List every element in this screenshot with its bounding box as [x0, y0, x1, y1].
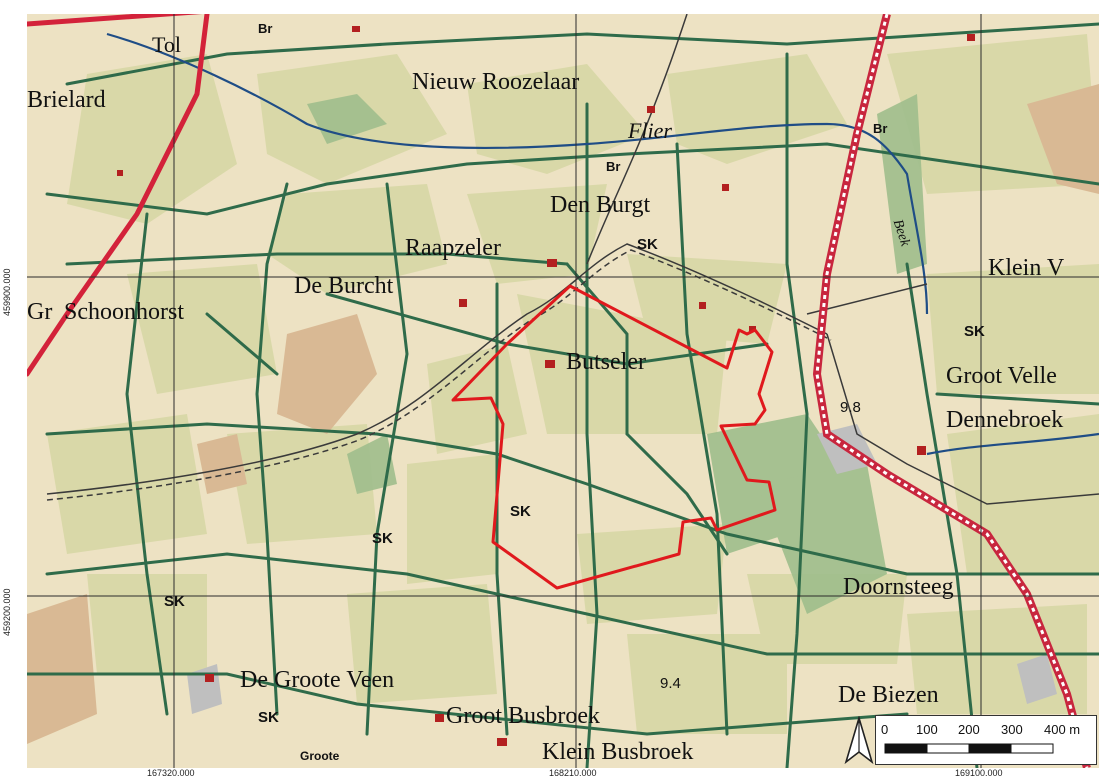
- x-coord-label: 167320.000: [147, 768, 195, 778]
- place-label: Klein Busbroek: [542, 739, 694, 765]
- place-label: Br: [873, 121, 888, 136]
- scale-bar-graphic: [884, 743, 1054, 754]
- woodland: [307, 94, 927, 614]
- place-label: Groot Busbroek: [446, 703, 600, 729]
- place-label: SK: [372, 530, 393, 547]
- y-coord-label: 459200.000: [2, 588, 12, 636]
- place-label: Tol: [152, 32, 182, 57]
- place-label: 9.8: [840, 399, 861, 416]
- streams: [106, 32, 1099, 456]
- scale-tick: 200: [958, 722, 980, 737]
- place-label: Groote: [300, 749, 340, 763]
- place-label: Br: [606, 159, 621, 174]
- map-canvas: [27, 14, 1099, 768]
- place-label: Br: [258, 21, 273, 36]
- place-label: Gr: [27, 299, 53, 325]
- place-label: SK: [637, 236, 658, 253]
- scale-tick: 100: [916, 722, 938, 737]
- heath-patches: [27, 84, 1099, 744]
- place-label: SK: [964, 323, 985, 340]
- y-coord-label: 459900.000: [2, 268, 12, 316]
- place-label: Groot Velle: [946, 363, 1057, 389]
- place-label: 9.4: [660, 675, 681, 692]
- place-label: SK: [164, 593, 185, 610]
- place-label: De Burcht: [294, 273, 394, 299]
- place-label: Flier: [628, 118, 672, 143]
- place-label: Butseler: [566, 349, 646, 375]
- place-label: Raapzeler: [405, 235, 501, 261]
- x-coord-label: 168210.000: [549, 768, 597, 778]
- x-coord-label: 169100.000: [955, 768, 1003, 778]
- place-label: Klein V: [988, 255, 1065, 281]
- place-label: SK: [510, 503, 531, 520]
- scale-bar: 0 100 200 300 400 m: [875, 715, 1097, 765]
- place-label: Dennebroek: [946, 407, 1064, 433]
- secondary-roads: [46, 14, 1099, 505]
- north-arrow-icon: [844, 716, 874, 765]
- place-label: Den Burgt: [550, 192, 651, 218]
- railway: [812, 14, 1091, 768]
- place-label: Nieuw Roozelaar: [412, 69, 580, 95]
- place-label: Brielard: [27, 87, 106, 113]
- topographic-map[interactable]: [27, 14, 1099, 768]
- scale-tick: 400 m: [1044, 722, 1081, 737]
- place-label: Schoonhorst: [64, 299, 184, 325]
- coordinate-grid: [27, 14, 1099, 768]
- place-label: De Biezen: [838, 682, 939, 708]
- scale-tick: 300: [1001, 722, 1023, 737]
- study-area-boundary: [451, 284, 777, 590]
- buildings: [117, 26, 975, 746]
- place-label: Doornsteeg: [843, 574, 954, 600]
- place-label: De Groote Veen: [240, 667, 395, 693]
- main-roads: [27, 14, 210, 377]
- place-label: SK: [258, 709, 279, 726]
- scale-tick: 0: [881, 722, 889, 737]
